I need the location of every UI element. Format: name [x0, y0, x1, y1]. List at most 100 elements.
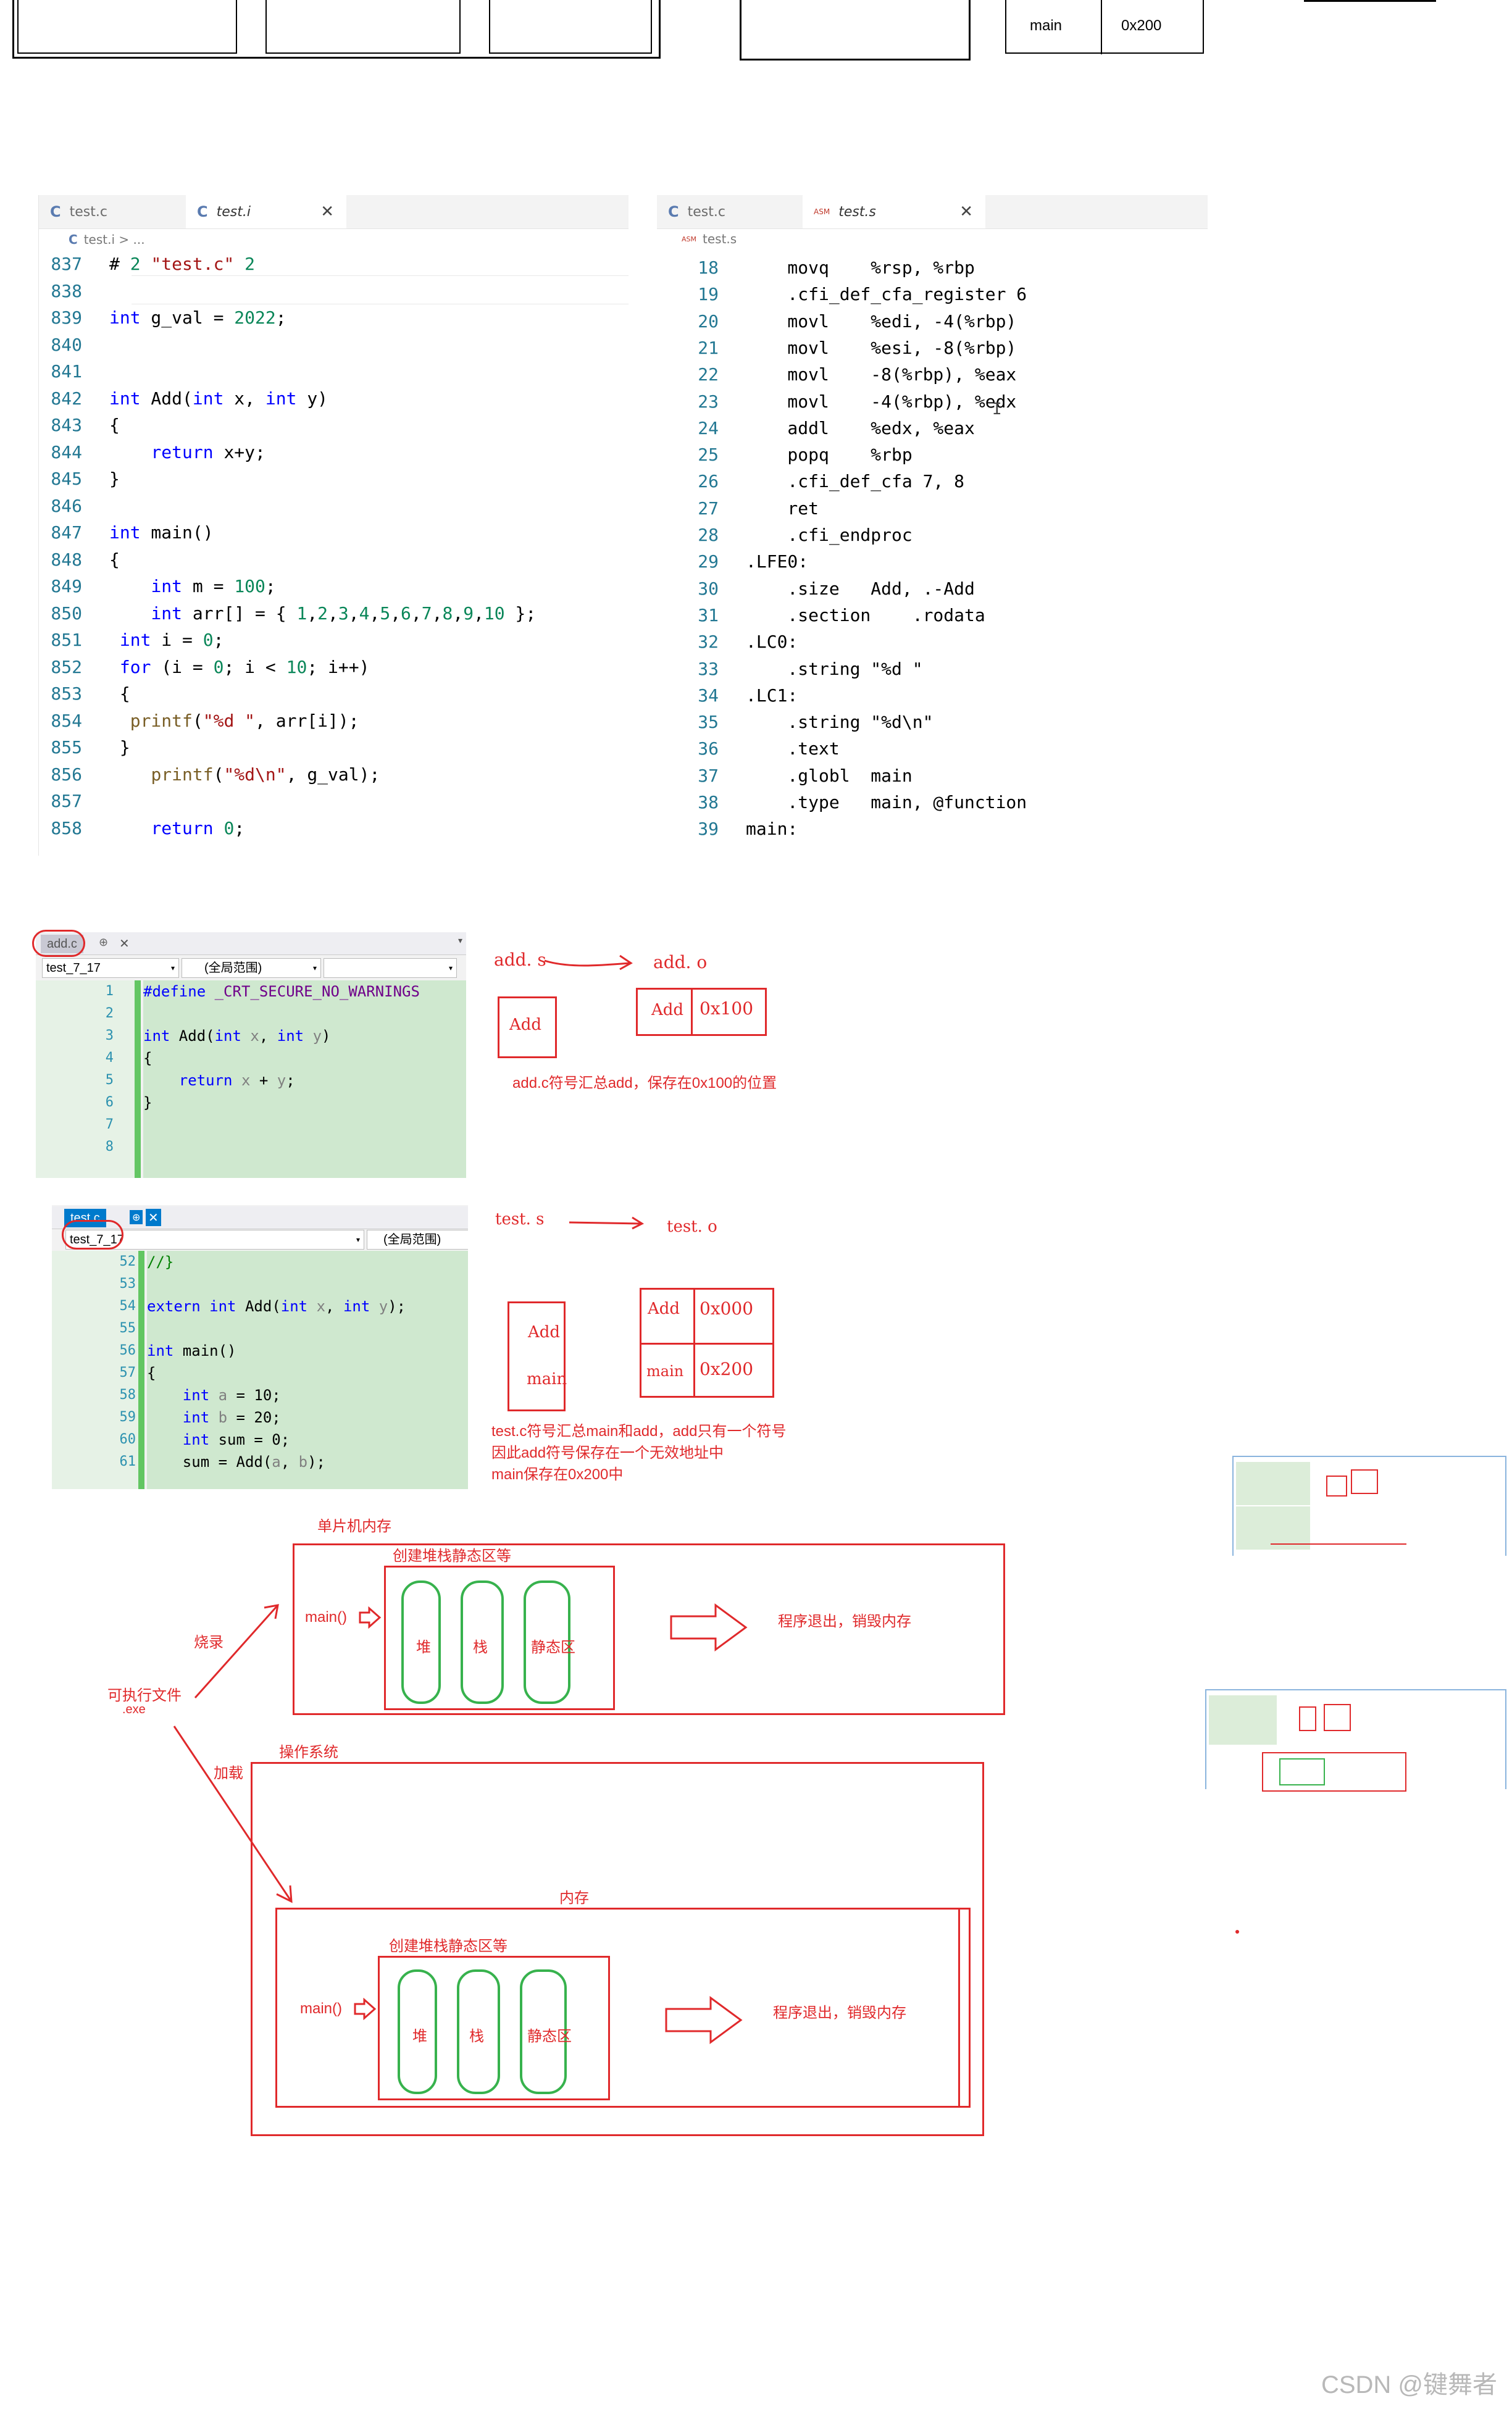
code-line: 24 addl %edx, %eax [657, 415, 975, 441]
line-text: { [109, 683, 130, 704]
code-line: int sum = 0; [182, 1431, 290, 1448]
close-icon[interactable]: ✕ [119, 936, 130, 951]
scope-name: (全局范围) [204, 961, 262, 975]
line-text: popq %rbp [746, 445, 913, 466]
code-line: int a = 10; [182, 1387, 281, 1404]
code-line: 29.LFE0: [657, 548, 808, 575]
heap-label: 堆 [416, 1639, 431, 1656]
line-text: printf("%d\n", g_val); [151, 764, 380, 785]
exe-ext: .exe [122, 1703, 146, 1716]
code-line: 23 movl -4(%rbp), %edx [657, 388, 1016, 415]
arrow-right-icon [354, 1998, 377, 2020]
code-line: sum = Add(a, b); [147, 1453, 326, 1471]
stack-segment: 栈 [461, 1580, 504, 1704]
tab-test-i[interactable]: C test.i ✕ [186, 195, 346, 228]
code-line: 846 [39, 493, 109, 519]
line-number: 52 [119, 1254, 136, 1269]
code-line: 840 [39, 332, 109, 358]
main-label: main() [300, 2000, 343, 2017]
member-dropdown[interactable]: ▾ [324, 958, 457, 978]
watermark: CSDN @键舞者 [1321, 2371, 1497, 2399]
project-name: test_7_17 [46, 961, 101, 975]
line-number: 34 [698, 685, 719, 706]
tab-test-c[interactable]: C test.c [657, 195, 803, 228]
stack-label: 栈 [469, 2028, 484, 2045]
pin-icon[interactable]: ⊕ [99, 936, 109, 949]
line-text: int g_val = 2022; [109, 307, 286, 328]
caption: add.c符号汇总add，保存在0x100的位置 [512, 1075, 777, 1092]
top-cell-addr: 0x200 [1121, 17, 1162, 34]
code-line: 33 .string "%d " [657, 656, 923, 682]
line-text: .cfi_endproc [746, 525, 913, 545]
code-line: 848{ [39, 546, 119, 573]
top-cell-main: main [1030, 17, 1063, 34]
line-text: main: [746, 819, 798, 840]
table-name: Add [648, 1300, 680, 1318]
code-line: } [143, 1094, 152, 1111]
line-number: 855 [51, 737, 82, 758]
line-text: .cfi_def_cfa_register 6 [746, 284, 1027, 305]
tab-test-s[interactable]: ASM test.s ✕ [803, 195, 985, 228]
close-icon[interactable]: ✕ [959, 202, 973, 221]
scope-dropdown[interactable]: (全局范围) [367, 1230, 468, 1250]
line-number: 54 [119, 1298, 136, 1314]
line-number: 846 [51, 495, 82, 516]
code-line: 854 printf("%d ", arr[i]); [39, 708, 359, 734]
thumbnail-2[interactable] [1205, 1689, 1506, 1792]
code-area[interactable]: //}extern int Add(int x, int y);int main… [147, 1251, 468, 1489]
code-line: int Add(int x, int y) [143, 1027, 331, 1045]
line-text: addl %edx, %eax [746, 417, 975, 438]
line-number: 847 [51, 522, 82, 543]
line-text: printf("%d ", arr[i]); [130, 710, 359, 731]
code-line: 838 [39, 278, 109, 304]
create-label: 创建堆栈静态区等 [389, 1938, 507, 1955]
line-number: 39 [698, 819, 719, 840]
line-text: int Add(int x, int y) [109, 388, 328, 409]
c-file-icon: C [668, 203, 679, 220]
dropdown-arrow-icon[interactable]: ▾ [457, 936, 462, 946]
close-icon[interactable]: ✕ [146, 1209, 161, 1226]
line-number: 56 [119, 1343, 136, 1358]
red-dot [1235, 1930, 1239, 1934]
line-number: 2 [105, 1006, 114, 1021]
line-text: for (i = 0; i < 10; i++) [119, 656, 370, 677]
exit-label: 程序退出，销毁内存 [778, 1613, 911, 1630]
line-number: 27 [698, 498, 719, 519]
line-number: 852 [51, 656, 82, 677]
code-line: int b = 20; [182, 1409, 281, 1426]
big-arrow-icon [665, 1996, 743, 2044]
scope-dropdown[interactable]: (全局范围)▾ [182, 958, 321, 978]
symbol-label: Add [528, 1323, 561, 1342]
code-line: 849 int m = 100; [39, 573, 275, 599]
thumbnail-1[interactable] [1232, 1456, 1506, 1556]
heap-segment: 堆 [401, 1580, 441, 1704]
vs-editor-add-c: add.c ⊕ ✕ ▾ test_7_17▾ (全局范围)▾ ▾ #define… [36, 932, 466, 1178]
code-line: 18 movq %rsp, %rbp [657, 254, 975, 281]
pin-icon[interactable]: ⊕ [130, 1210, 143, 1224]
main-label: main() [305, 1609, 348, 1626]
stack-area-box [378, 1956, 610, 2100]
code-line: 850 int arr[] = { 1,2,3,4,5,6,7,8,9,10 }… [39, 600, 536, 627]
line-number: 5 [105, 1072, 114, 1088]
line-number: 26 [698, 471, 719, 492]
code-line: 857 [39, 788, 109, 814]
close-icon[interactable]: ✕ [320, 202, 334, 221]
line-number: 837 [51, 254, 82, 274]
line-text: .string "%d " [746, 658, 923, 679]
code-line: 28 .cfi_endproc [657, 522, 913, 548]
static-segment: 静态区 [520, 1969, 572, 2094]
line-text: .string "%d\n" [746, 712, 934, 733]
project-dropdown[interactable]: test_7_17▾ [42, 958, 179, 978]
line-number: 31 [698, 604, 719, 625]
line-text: .globl main [746, 765, 913, 786]
line-number: 844 [51, 441, 82, 462]
tab-test-c[interactable]: C test.c [39, 195, 186, 228]
circle-annotation [62, 1220, 123, 1250]
arrow-down-icon [173, 1726, 293, 1903]
code-line: 856 printf("%d\n", g_val); [39, 761, 380, 788]
static-label: 静态区 [527, 2028, 572, 2045]
